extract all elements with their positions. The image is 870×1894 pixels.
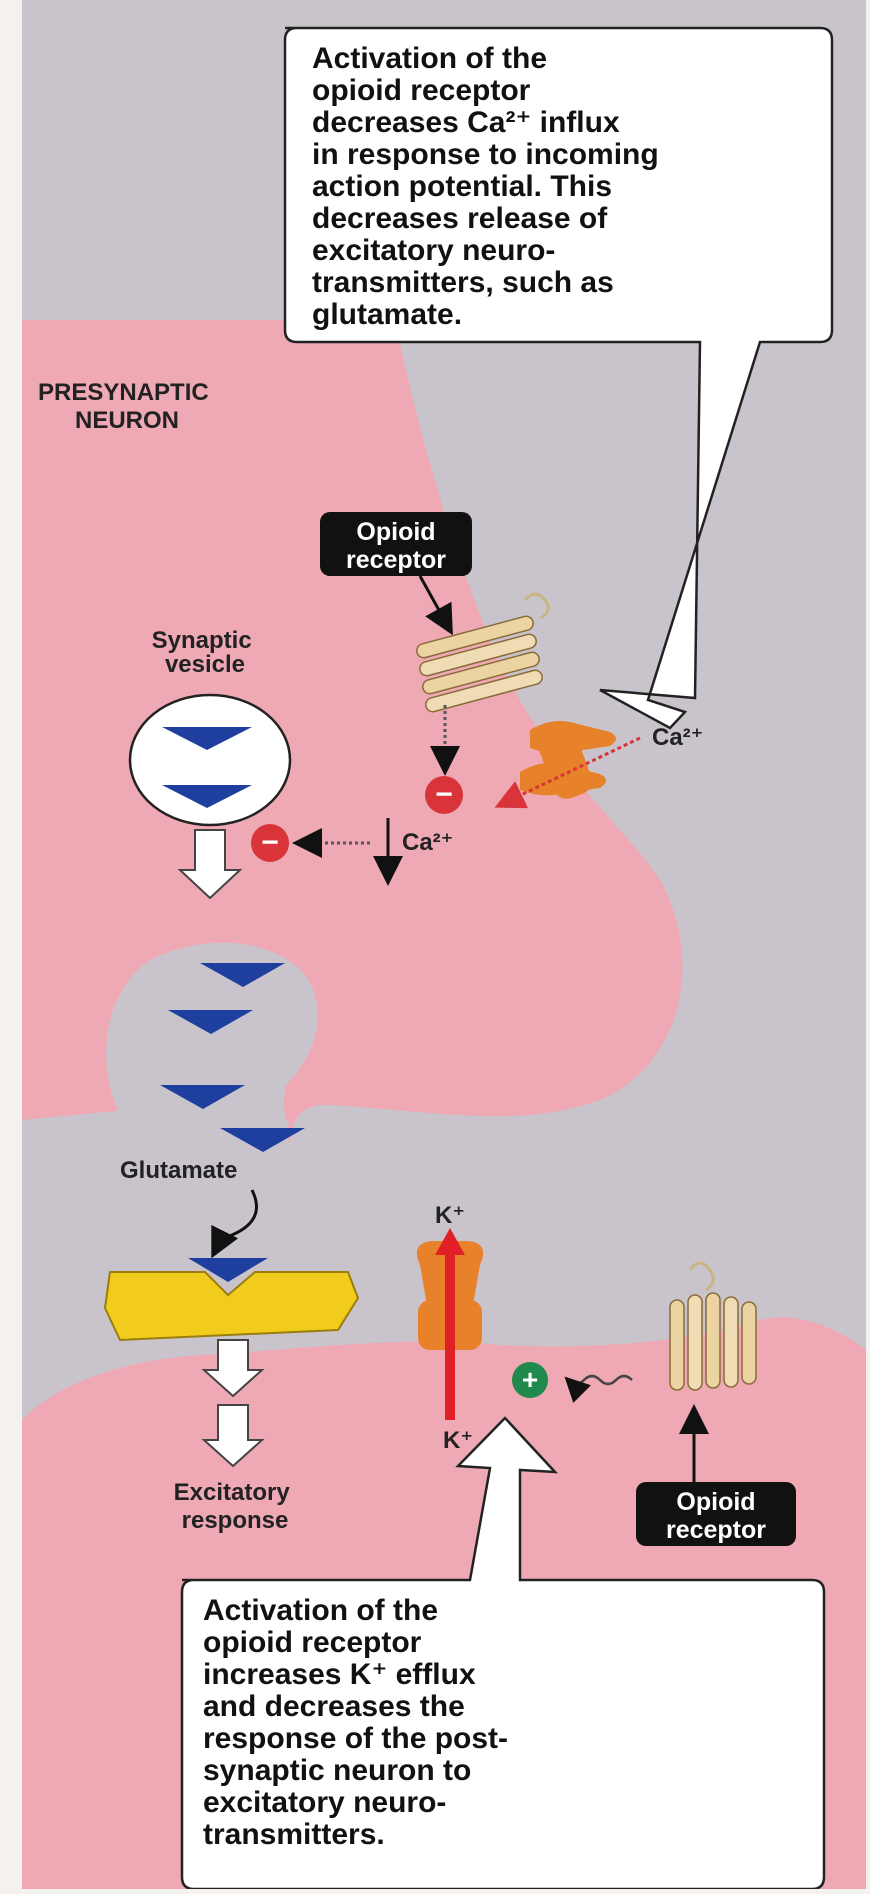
opioid-receptor-tag-top-line1: Opioid [356,518,435,546]
top-callout-line: Activation of the [312,42,547,75]
top-callout-line: decreases release of [312,202,608,235]
bottom-callout-line: excitatory neuro- [203,1786,446,1819]
opioid-receptor-tag-bottom-line2: receptor [666,1516,766,1544]
bottom-callout-line: transmitters. [203,1818,385,1851]
svg-text:+: + [522,1364,538,1395]
top-callout-line: action potential. This [312,170,612,203]
inhibit-sign-upper: − [425,776,463,814]
bottom-callout-line: opioid receptor [203,1626,422,1659]
top-callout-line: opioid receptor [312,74,531,107]
top-callout-line: in response to incoming [312,138,659,171]
synaptic-vesicle-label: Synaptic vesicle [152,627,259,678]
top-callout-line: excitatory neuro- [312,234,555,267]
excitatory-response-label: Excitatory response [174,1479,297,1534]
opioid-receptor-tag-top-line2: receptor [346,546,446,574]
potassium-top-label: K⁺ [435,1202,465,1229]
glutamate-label: Glutamate [120,1157,237,1184]
bottom-callout-line: synaptic neuron to [203,1754,471,1787]
opioid-receptor-tag-bottom-line1: Opioid [676,1488,755,1516]
top-callout-line: decreases Ca²⁺ influx [312,106,620,139]
excite-sign: + [512,1362,548,1398]
calcium-inside-label: Ca²⁺ [402,829,453,856]
bottom-callout-line: and decreases the [203,1690,465,1723]
bottom-callout-line: Activation of the [203,1594,438,1627]
svg-text:−: − [435,778,453,811]
top-callout-line: transmitters, such as [312,266,614,299]
svg-text:−: − [261,826,279,859]
calcium-outside-label: Ca²⁺ [652,724,703,751]
bottom-callout-line: response of the post- [203,1722,508,1755]
top-callout-line: glutamate. [312,298,462,331]
inhibit-sign-lower: − [251,824,289,862]
potassium-bottom-label: K⁺ [443,1427,473,1454]
bottom-callout-line: increases K⁺ efflux [203,1658,476,1691]
